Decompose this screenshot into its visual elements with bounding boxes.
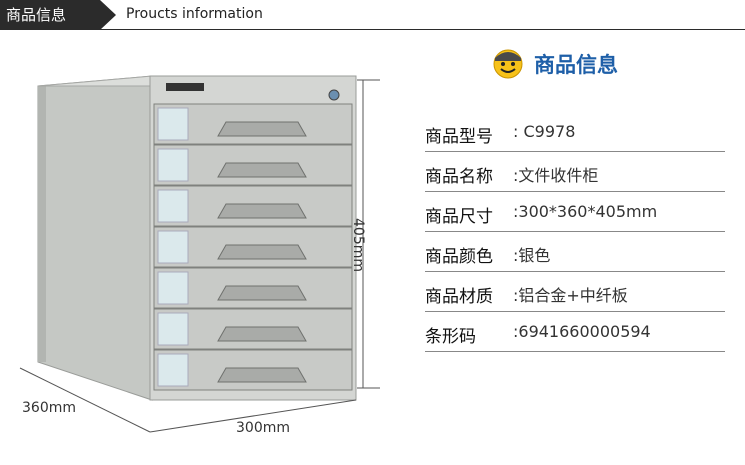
drawer-handle: [217, 244, 307, 260]
info-divider: [425, 151, 725, 152]
drawer-label-card: [157, 107, 189, 141]
dimension-depth: 360mm: [22, 400, 76, 416]
product-info-list: 商品型号 : C9978 商品名称 :文件收件柜 商品尺寸 :300*360*4…: [425, 118, 725, 358]
info-divider: [425, 351, 725, 352]
cabinet-illustration: 405mm 360mm 300mm: [0, 40, 420, 461]
info-row-material: 商品材质 :铝合金+中纤板: [425, 278, 725, 318]
header-subtitle: Proucts information: [126, 6, 263, 22]
info-divider: [425, 311, 725, 312]
header-arrow-icon: [100, 0, 116, 30]
info-divider: [425, 231, 725, 232]
info-row-size: 商品尺寸 :300*360*405mm: [425, 198, 725, 238]
info-label: 商品型号: [425, 127, 493, 147]
info-label: 商品颜色: [425, 247, 493, 267]
drawer-handle: [217, 367, 307, 383]
drawer-label-card: [157, 148, 189, 182]
cabinet-svg: [19, 75, 380, 433]
info-label: 商品名称: [425, 167, 493, 187]
info-row-barcode: 条形码 :6941660000594: [425, 318, 725, 358]
info-value: :铝合金+中纤板: [513, 286, 628, 305]
drawer-handle: [217, 121, 307, 137]
product-info-title: 商品信息: [490, 44, 618, 84]
info-value: : C9978: [513, 122, 576, 141]
info-divider: [425, 271, 725, 272]
drawer-handle: [217, 162, 307, 178]
header-bar: 商品信息 Proucts information: [0, 0, 745, 30]
drawer-handle: [217, 203, 307, 219]
info-label: 商品材质: [425, 287, 493, 307]
dimension-width: 300mm: [236, 420, 290, 436]
smiley-icon: [493, 49, 523, 79]
info-value: :银色: [513, 246, 551, 265]
drawer-label-card: [157, 189, 189, 223]
info-row-color: 商品颜色 :银色: [425, 238, 725, 278]
drawer-label-card: [157, 230, 189, 264]
drawer-label-card: [157, 353, 189, 387]
header-divider: [0, 29, 745, 30]
info-value: :6941660000594: [513, 322, 651, 341]
drawer-label-card: [157, 271, 189, 305]
dimension-height: 405mm: [350, 218, 366, 272]
drawer-label-card: [157, 312, 189, 346]
info-value: :文件收件柜: [513, 166, 599, 185]
info-row-model: 商品型号 : C9978: [425, 118, 725, 158]
info-value: :300*360*405mm: [513, 202, 658, 221]
info-divider: [425, 191, 725, 192]
header-tab: 商品信息: [0, 0, 100, 30]
drawer-handle: [217, 326, 307, 342]
info-label: 商品尺寸: [425, 207, 493, 227]
info-label: 条形码: [425, 327, 476, 347]
drawer-handle: [217, 285, 307, 301]
info-row-name: 商品名称 :文件收件柜: [425, 158, 725, 198]
product-info-title-text: 商品信息: [534, 53, 618, 77]
